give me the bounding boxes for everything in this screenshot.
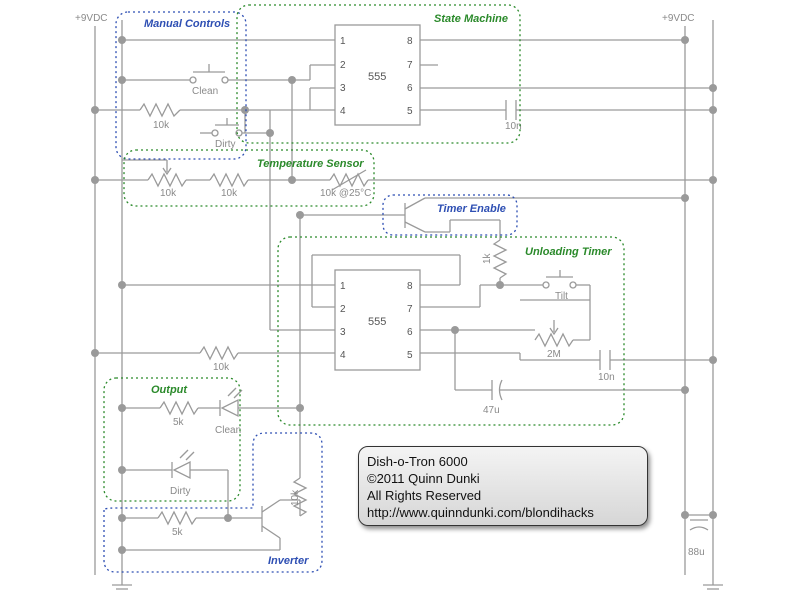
group-state-machine: State Machine xyxy=(236,4,521,144)
u2-pin-8: 8 xyxy=(407,281,413,292)
timer-enable-transistor xyxy=(300,197,685,240)
unloading-timer-wiring: 10k 1k Tilt 2M 10n 47u xyxy=(95,133,713,416)
resistor-10k-manual: 10k xyxy=(139,102,181,131)
group-output-title: Output xyxy=(151,384,188,396)
switch-clean-label: Clean xyxy=(192,86,218,97)
group-output: Output xyxy=(103,377,241,502)
group-state-machine-title: State Machine xyxy=(434,13,508,25)
u1-pin-3: 3 xyxy=(340,83,346,94)
state-machine-wiring: 10n xyxy=(420,39,713,132)
group-manual-controls: Manual Controls xyxy=(115,11,247,160)
group-unloading-timer: Unloading Timer xyxy=(277,236,625,426)
u1-pin-6: 6 xyxy=(407,83,413,94)
capacitor-timer-label: 10n xyxy=(598,372,615,383)
capacitor-47u-label: 47u xyxy=(483,405,500,416)
right-supply-label: +9VDC xyxy=(662,13,695,24)
u2-pin-2: 2 xyxy=(340,304,346,315)
u2-pin-3: 3 xyxy=(340,327,346,338)
u2-name: 555 xyxy=(368,316,386,328)
credits-box: Dish-o-Tron 6000 ©2011 Quinn Dunki All R… xyxy=(358,446,648,526)
resistor-10k-inverter-label: 10k xyxy=(290,489,301,506)
group-timer-enable-title: Timer Enable xyxy=(437,203,506,215)
resistor-temp-b-label: 10k xyxy=(221,188,238,199)
u1-name: 555 xyxy=(368,71,386,83)
led-dirty-label: Dirty xyxy=(170,486,191,497)
switch-clean[interactable]: Clean xyxy=(189,64,229,97)
credits-rights: All Rights Reserved xyxy=(367,488,482,503)
group-temperature-sensor-title: Temperature Sensor xyxy=(257,158,364,170)
u1-pin-5: 5 xyxy=(407,106,413,117)
resistor-10k-timer-label: 10k xyxy=(213,362,230,373)
group-timer-enable: Timer Enable xyxy=(382,194,518,236)
switch-dirty[interactable]: Dirty xyxy=(211,118,243,150)
u1-pin-1: 1 xyxy=(340,36,346,47)
left-supply-label: +9VDC xyxy=(75,13,108,24)
group-inverter: Inverter xyxy=(103,432,323,573)
credits-copyright: ©2011 Quinn Dunki xyxy=(367,471,480,486)
supply-rails: +9VDC +9VDC xyxy=(75,13,723,590)
thermistor-label: 10k @25°C xyxy=(320,188,371,199)
u2-pin-5: 5 xyxy=(407,350,413,361)
unloading-timer-555: 555 1 2 3 4 8 7 6 5 xyxy=(334,269,421,371)
group-manual-controls-title: Manual Controls xyxy=(144,18,230,30)
switch-tilt-label: Tilt xyxy=(555,291,568,302)
group-unloading-timer-title: Unloading Timer xyxy=(525,246,612,258)
resistor-temp-a-label: 10k xyxy=(160,188,177,199)
temperature-sensor-circuit: 10k 10k 10k @25°C xyxy=(95,159,713,199)
capacitor-state-label: 10n xyxy=(505,121,522,132)
capacitor-88u-label: 88u xyxy=(688,547,705,558)
manual-controls-circuit xyxy=(95,39,335,180)
u1-pin-2: 2 xyxy=(340,60,346,71)
resistor-1k-label: 1k xyxy=(482,252,493,264)
u1-pin-4: 4 xyxy=(340,106,346,117)
state-machine-555: 555 1 2 3 4 8 7 6 5 xyxy=(334,24,421,126)
u2-pin-1: 1 xyxy=(340,281,346,292)
u2-pin-7: 7 xyxy=(407,304,413,315)
credits-url[interactable]: http://www.quinndunki.com/blondihacks xyxy=(367,505,594,520)
group-temperature-sensor: Temperature Sensor xyxy=(123,149,375,207)
inverter-circuit: 5k 10k 88u xyxy=(122,215,713,558)
resistor-5k-clean-label: 5k xyxy=(173,417,185,428)
led-clean-label: Clean xyxy=(215,425,241,436)
junction-dots xyxy=(91,36,717,554)
resistor-5k-inverter-label: 5k xyxy=(172,527,184,538)
u1-pin-8: 8 xyxy=(407,36,413,47)
group-inverter-title: Inverter xyxy=(268,555,309,567)
output-circuit: 5k Clean Dirty xyxy=(122,387,300,518)
switch-dirty-label: Dirty xyxy=(215,139,236,150)
u1-pin-7: 7 xyxy=(407,60,413,71)
u2-pin-4: 4 xyxy=(340,350,346,361)
credits-title: Dish-o-Tron 6000 xyxy=(367,454,468,469)
u2-pin-6: 6 xyxy=(407,327,413,338)
resistor-10k-manual-label: 10k xyxy=(153,120,170,131)
pot-2m-label: 2M xyxy=(547,349,561,360)
